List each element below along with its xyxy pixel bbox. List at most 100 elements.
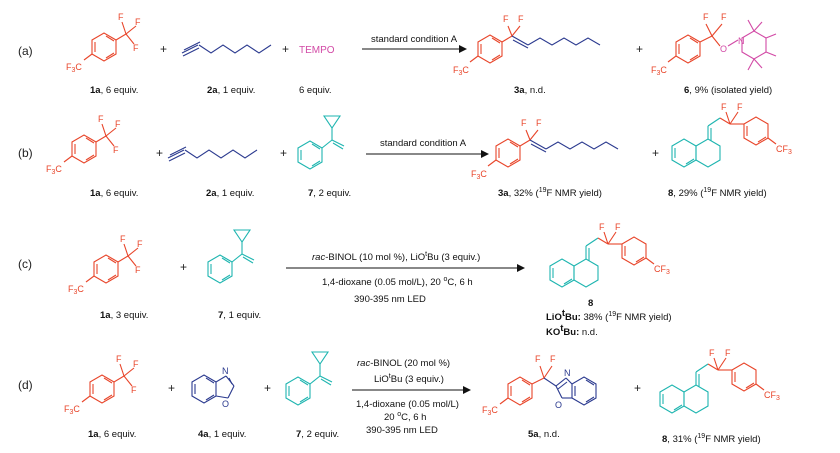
atom-f: F <box>721 12 727 22</box>
compound-7 <box>297 115 345 170</box>
atom-o: O <box>222 399 229 409</box>
atom-f3c: F3C <box>482 405 498 417</box>
compound-label: 8, 31% (19F NMR yield) <box>662 433 761 445</box>
compound-3a <box>487 129 619 168</box>
atom-f: F <box>518 14 524 24</box>
atom-f: F <box>709 348 715 358</box>
atom-f: F <box>599 222 605 232</box>
compound-label: 6 equiv. <box>299 85 332 96</box>
reaction-condition: 390-395 nm LED <box>366 425 438 436</box>
compound-label: 1a, 6 equiv. <box>90 85 138 96</box>
compound-1a <box>63 123 117 164</box>
compound-1a <box>85 243 139 284</box>
compound-2a <box>181 41 272 57</box>
atom-f: F <box>615 222 621 232</box>
atom-f: F <box>536 118 542 128</box>
row-tag: (d) <box>18 378 33 392</box>
compound-1a <box>81 363 135 404</box>
compound-label: 4a, 1 equiv. <box>198 429 246 440</box>
atom-f: F <box>133 359 139 369</box>
reaction-condition: 1,4-dioxane (0.05 mol/L), 20 oC, 6 h <box>322 276 473 288</box>
atom-f3c: F3C <box>651 65 667 77</box>
atom-f: F <box>120 234 126 244</box>
plus-sign: + <box>636 42 643 56</box>
compound-label: 7, 2 equiv. <box>296 429 339 440</box>
atom-f: F <box>131 385 137 395</box>
atom-o: O <box>555 400 562 410</box>
atom-f: F <box>737 102 743 112</box>
compound-label: 2a, 1 equiv. <box>206 188 254 199</box>
reaction-condition: standard condition A <box>371 34 458 45</box>
atom-f: F <box>135 265 141 275</box>
plus-sign: + <box>180 260 187 274</box>
tempo-label: TEMPO <box>299 45 335 56</box>
reaction-condition: rac-BINOL (10 mol %), LiOtBu (3 equiv.) <box>312 251 480 263</box>
atom-f: F <box>503 14 509 24</box>
plus-sign: + <box>264 381 271 395</box>
atom-f: F <box>135 17 141 27</box>
compound-label: 1a, 3 equiv. <box>100 310 148 321</box>
atom-f: F <box>703 12 709 22</box>
row-d: (d) F F F F3C 1a, 6 equiv. + N O 4a, 1 e… <box>18 348 780 445</box>
plus-sign: + <box>652 146 659 160</box>
atom-f: F <box>137 239 143 249</box>
compound-label: 5a, n.d. <box>528 429 560 440</box>
compound-label: 6, 9% (isolated yield) <box>684 85 772 96</box>
atom-f: F <box>521 118 527 128</box>
atom-f3c: F3C <box>68 284 84 296</box>
reaction-condition: 390-395 nm LED <box>354 294 426 305</box>
compound-7 <box>207 229 255 284</box>
compound-1a <box>83 21 137 62</box>
atom-f: F <box>115 119 121 129</box>
plus-sign: + <box>156 146 163 160</box>
atom-f: F <box>113 145 119 155</box>
atom-n: N <box>222 366 229 376</box>
atom-f3c: F3C <box>46 164 62 176</box>
row-tag: (c) <box>18 257 32 271</box>
reaction-condition: rac-BINOL (20 mol %) <box>357 358 450 369</box>
reaction-condition: 20 oC, 6 h <box>384 411 426 423</box>
compound-2a <box>167 146 258 162</box>
atom-f3c: F3C <box>64 404 80 416</box>
plus-sign: + <box>282 42 289 56</box>
compound-label: 1a, 6 equiv. <box>88 429 136 440</box>
atom-f: F <box>721 102 727 112</box>
atom-f3c: F3C <box>66 62 82 74</box>
reaction-condition: LiOtBu (3 equiv.) <box>374 373 444 385</box>
compound-6 <box>667 19 777 71</box>
result-lio: LiOtBu: 38% (19F NMR yield) <box>546 308 672 323</box>
plus-sign: + <box>280 146 287 160</box>
row-tag: (a) <box>18 44 33 58</box>
compound-3a <box>469 25 601 64</box>
compound-label: 2a, 1 equiv. <box>207 85 255 96</box>
result-ko: KOtBu: n.d. <box>546 323 598 338</box>
compound-7 <box>285 351 333 406</box>
atom-f: F <box>725 348 731 358</box>
atom-f: F <box>98 114 104 124</box>
compound-label: 3a, n.d. <box>514 85 546 96</box>
atom-f: F <box>116 354 122 364</box>
compound-label: 8 <box>588 298 593 309</box>
atom-cf3: CF3 <box>654 264 670 276</box>
compound-8 <box>659 357 765 414</box>
compound-label: 1a, 6 equiv. <box>90 188 138 199</box>
compound-label: 7, 1 equiv. <box>218 310 261 321</box>
atom-f: F <box>133 43 139 53</box>
plus-sign: + <box>168 381 175 395</box>
compound-label: 3a, 32% (19F NMR yield) <box>498 187 602 199</box>
plus-sign: + <box>634 381 641 395</box>
atom-n: N <box>564 368 571 378</box>
compound-label: 8, 29% (19F NMR yield) <box>668 187 767 199</box>
atom-f3c: F3C <box>453 65 469 77</box>
row-a: (a) F F F F3C 1a, 6 equiv. + 2a, 1 equiv… <box>18 12 777 96</box>
compound-label: 7, 2 equiv. <box>308 188 351 199</box>
row-b: (b) F F F F3C 1a, 6 equiv. + 2a, 1 equiv… <box>18 102 792 199</box>
atom-f: F <box>535 354 541 364</box>
compound-4a <box>191 374 235 404</box>
reaction-condition: standard condition A <box>380 138 467 149</box>
atom-o: O <box>720 44 727 54</box>
compound-8 <box>549 231 655 288</box>
atom-cf3: CF3 <box>776 144 792 156</box>
plus-sign: + <box>160 42 167 56</box>
atom-f: F <box>550 354 556 364</box>
